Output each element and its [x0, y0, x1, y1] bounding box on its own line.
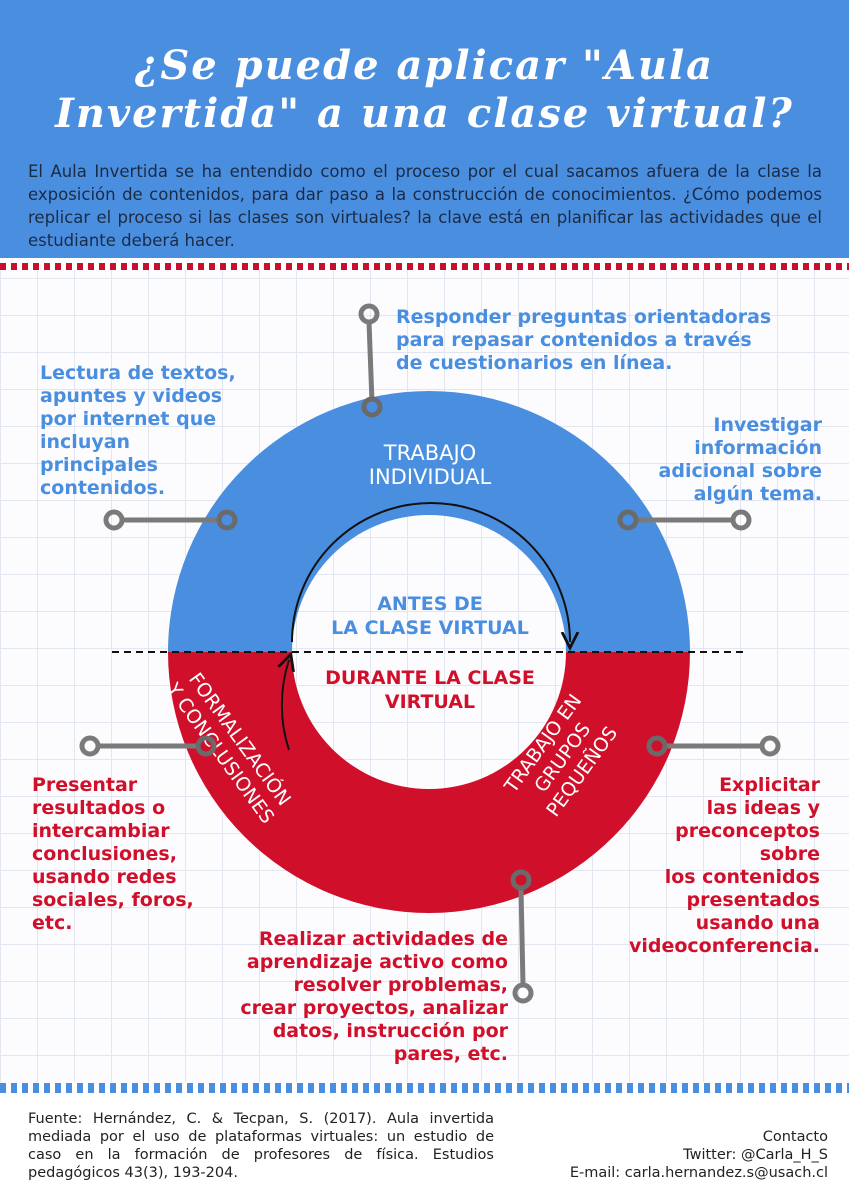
note-line: etc. [32, 912, 73, 934]
note-line: crear proyectos, analizar [240, 997, 508, 1019]
note-line: contenidos. [40, 477, 166, 499]
inner-label-during-2: VIRTUAL [385, 691, 475, 713]
note-line: videoconferencia. [628, 935, 820, 957]
connector-lines [79, 303, 781, 1004]
contact-email: E-mail: carla.hernandez.s@usach.cl [569, 1165, 828, 1181]
note-line: Responder preguntas orientadoras [396, 306, 772, 328]
note-line: preconceptos [675, 820, 820, 842]
source-citation: Fuente: Hernández, C. & Tecpan, S. (2017… [28, 1111, 494, 1181]
arrow-back-left [282, 660, 289, 751]
note-line: las ideas y [706, 797, 820, 819]
intro-text: El Aula Invertida se ha entendido como e… [28, 162, 822, 250]
connector-top [366, 321, 375, 403]
connector-top-end-inner [361, 396, 383, 418]
connector-upper-right-end-outer [730, 509, 752, 531]
page-title: ¿Se puede aplicar "Aula Invertida" a una… [0, 42, 849, 138]
note-bottom-active-learning: Realizar actividades de aprendizaje acti… [200, 928, 508, 1066]
arrow-clockwise-top [291, 502, 570, 642]
connector-lower-right-end-inner [646, 735, 668, 757]
note-line: Investigar [713, 414, 822, 436]
note-line: intercambiar [32, 820, 170, 842]
connector-lower-left-end-inner [195, 735, 217, 757]
note-line: presentados [686, 889, 820, 911]
note-line: sobre [759, 843, 820, 865]
connector-upper-left-end-inner [216, 509, 238, 531]
note-line: Realizar actividades de [258, 928, 508, 950]
note-line: apuntes y videos [40, 385, 223, 407]
note-line: resolver problemas, [293, 974, 508, 996]
connector-bottom-end-inner [510, 869, 532, 891]
blue-dashed-divider [0, 1083, 849, 1093]
note-lower-right-videoconference: Explicitar las ideas y preconceptos sobr… [598, 774, 820, 958]
note-line: datos, instrucción por [272, 1020, 508, 1042]
inner-label-before-2: LA CLASE VIRTUAL [331, 617, 529, 639]
note-line: Explicitar [719, 774, 820, 796]
note-upper-left-readings: Lectura de textos, apuntes y videos por … [40, 362, 280, 500]
note-top-online-quizzes: Responder preguntas orientadoras para re… [396, 306, 836, 375]
connector-bottom-end-outer [512, 982, 534, 1004]
note-line: incluyan [40, 431, 131, 453]
note-line: pares, etc. [393, 1043, 508, 1065]
note-line: principales [40, 454, 158, 476]
note-lower-left-presentations: Presentar resultados o intercambiar conc… [32, 774, 232, 935]
note-line: Presentar [32, 774, 138, 796]
note-line: resultados o [32, 797, 166, 819]
connector-bottom [518, 887, 526, 986]
note-line: por internet que [40, 408, 217, 430]
note-upper-right-research: Investigar información adicional sobre a… [622, 414, 822, 506]
connector-upper-left-end-outer [103, 509, 125, 531]
title-line-2: Invertida" a una clase virtual? [55, 90, 794, 137]
note-line: de cuestionarios en línea. [396, 352, 673, 374]
contact-block: Contacto Twitter: @Carla_H_S E-mail: car… [508, 1128, 828, 1182]
inner-label-before-1: ANTES DE [377, 593, 483, 615]
note-line: usando redes [32, 866, 177, 888]
ring-bottom-half [168, 652, 690, 913]
note-line: los contenidos [664, 866, 820, 888]
note-line: sociales, foros, [32, 889, 194, 911]
note-line: Lectura de textos, [40, 362, 236, 384]
segment-label-individual-2: INDIVIDUAL [369, 465, 492, 489]
connector-upper-right-end-inner [617, 509, 639, 531]
note-line: aprendizaje activo como [246, 951, 508, 973]
note-line: usando una [695, 912, 820, 934]
header-banner: ¿Se puede aplicar "Aula Invertida" a una… [0, 0, 849, 258]
flipped-classroom-diagram: TRABAJO INDIVIDUAL ANTES DE LA CLASE VIR… [79, 303, 781, 1004]
inner-label-during-1: DURANTE LA CLASE [325, 667, 535, 689]
note-line: conclusiones, [32, 843, 177, 865]
connector-lower-left-end-outer [79, 735, 101, 757]
contact-twitter: Twitter: @Carla_H_S [683, 1147, 828, 1163]
contact-label: Contacto [762, 1129, 828, 1145]
connector-top-end-outer [358, 303, 380, 325]
note-line: información [694, 437, 822, 459]
title-line-1: ¿Se puede aplicar "Aula [134, 42, 715, 89]
note-line: adicional sobre [658, 460, 822, 482]
connector-lower-right-end-outer [759, 735, 781, 757]
note-line: para repasar contenidos a través [396, 329, 752, 351]
segment-label-individual-1: TRABAJO [383, 441, 476, 465]
red-dashed-divider [0, 263, 849, 273]
note-line: algún tema. [693, 483, 822, 505]
